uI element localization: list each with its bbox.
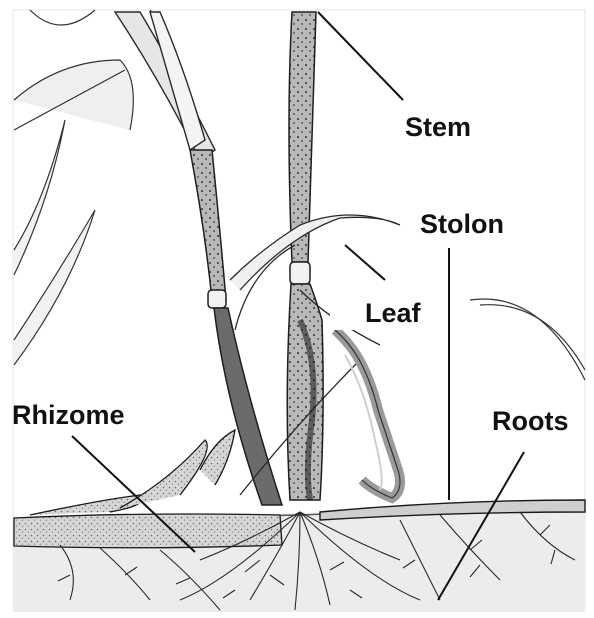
stem-label: Stem: [405, 112, 471, 142]
roots-label: Roots: [492, 406, 569, 436]
leaf-label: Leaf: [365, 298, 422, 328]
rhizome-label: Rhizome: [12, 400, 125, 430]
stolon-label: Stolon: [420, 209, 504, 239]
